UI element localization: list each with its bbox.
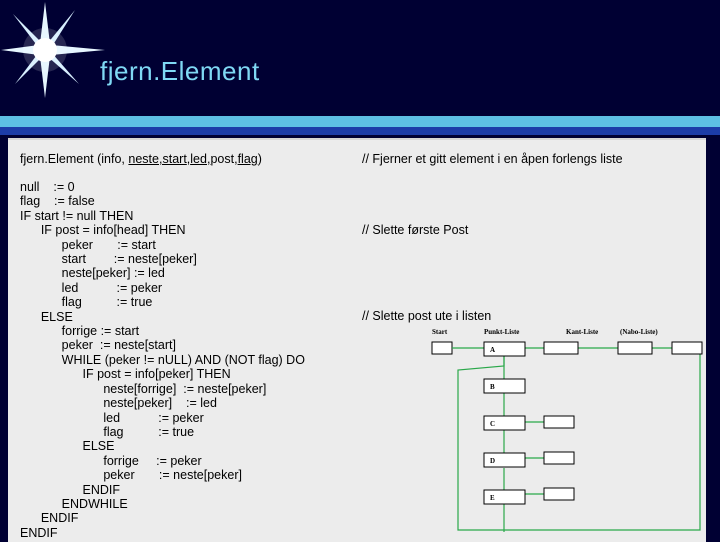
list-node-label: D	[490, 457, 495, 465]
kant-box-d	[543, 451, 575, 465]
signature-mid: post,	[210, 152, 238, 166]
code-line: IF post = info[peker] THEN	[20, 367, 231, 382]
linked-list-diagram: Start Punkt-Liste Kant-Liste (Nabo-Liste…	[431, 328, 703, 532]
code-line: forrige := start	[20, 324, 140, 339]
comment-first: // Slette første Post	[362, 223, 469, 237]
code-line: peker := start	[20, 237, 156, 252]
code-line: neste[peker] := led	[20, 266, 165, 281]
code-line: flag := true	[20, 424, 195, 439]
kant-box-1	[543, 341, 579, 355]
diagram-label-kant: Kant-Liste	[566, 328, 598, 336]
code-line: flag := false	[20, 194, 95, 209]
list-node-box	[483, 415, 526, 431]
diagram-label-punkt: Punkt-Liste	[484, 328, 519, 336]
function-signature: fjern.Element (info, neste,start,led,pos…	[20, 152, 262, 166]
diagram-label-nabo: (Nabo-Liste)	[620, 328, 658, 336]
code-line: ENDWHILE	[20, 496, 128, 511]
code-line: forrige := peker	[20, 453, 202, 468]
code-line: peker := neste[start]	[20, 338, 176, 353]
code-line: led := peker	[20, 410, 204, 425]
list-node-box	[483, 378, 526, 394]
signature-prefix: fjern.Element (info,	[20, 152, 125, 166]
starburst-icon	[1, 2, 105, 98]
code-line: IF post = info[head] THEN	[20, 223, 186, 238]
list-node-label: C	[490, 420, 495, 428]
code-line: WHILE (peker != nULL) AND (NOT flag) DO	[20, 352, 305, 367]
code-line: IF start != null THEN	[20, 208, 134, 223]
start-box	[431, 341, 453, 355]
kant-box-e	[543, 487, 575, 501]
code-line: ENDIF	[20, 511, 79, 526]
code-line: neste[peker] := led	[20, 396, 217, 411]
signature-param-start: start	[162, 152, 187, 166]
list-node-box	[483, 452, 526, 468]
code-line: ELSE	[20, 439, 115, 454]
list-node-box	[483, 489, 526, 505]
separator-cyan	[0, 116, 720, 127]
kant-box-c	[543, 415, 575, 429]
code-line: ENDIF	[20, 525, 58, 540]
list-node-label: B	[490, 383, 495, 391]
kant-box-2	[617, 341, 653, 355]
slide-title: fjern.Element	[100, 56, 260, 86]
code-line: ELSE	[20, 309, 73, 324]
kant-box-3	[671, 341, 703, 355]
content-panel: fjern.Element (info, neste,start,led,pos…	[8, 138, 706, 542]
code-line: start := neste[peker]	[20, 252, 197, 267]
comment-inner: // Slette post ute i listen	[362, 309, 492, 323]
signature-suffix: )	[257, 152, 262, 166]
comment-header: // Fjerner et gitt element i en åpen for…	[362, 152, 623, 166]
diagram-label-start: Start	[432, 328, 448, 336]
list-node-label: A	[490, 346, 495, 354]
signature-param-neste: neste	[128, 152, 159, 166]
signature-param-led: led	[190, 152, 207, 166]
signature-param-flag: flag	[237, 152, 258, 166]
code-line: null := 0	[20, 180, 75, 194]
code-line: led := peker	[20, 280, 163, 295]
separator-blue	[0, 127, 720, 135]
code-line: peker := neste[peker]	[20, 468, 242, 483]
code-line: ENDIF	[20, 482, 121, 497]
code-line: flag := true	[20, 295, 153, 310]
list-node-label: E	[490, 494, 495, 502]
list-node-box	[483, 341, 526, 357]
code-line: neste[forrige] := neste[peker]	[20, 381, 267, 396]
